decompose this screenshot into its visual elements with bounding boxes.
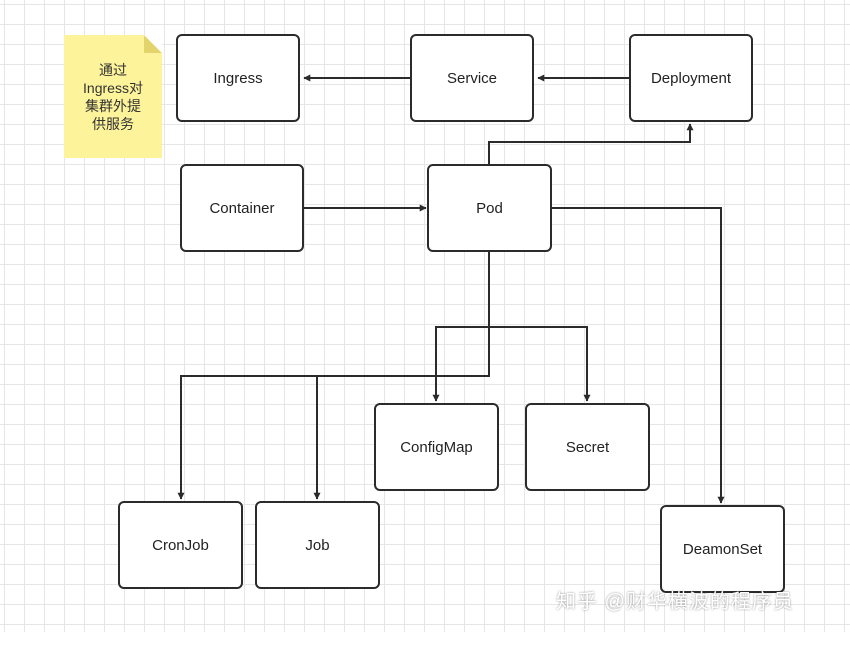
node-cronjob[interactable]: CronJob (118, 501, 243, 589)
node-ingress-label: Ingress (213, 69, 263, 87)
bottom-strip (0, 632, 850, 645)
edge-pod-to-cronjob (177, 251, 490, 500)
node-container-label: Container (209, 199, 275, 217)
node-daemonset-label: DeamonSet (682, 540, 763, 558)
node-configmap[interactable]: ConfigMap (374, 403, 499, 491)
node-service[interactable]: Service (410, 34, 534, 122)
node-ingress[interactable]: Ingress (176, 34, 300, 122)
note-fold-icon (144, 35, 162, 53)
watermark-text: 知乎 @财华横波的程序员 (556, 591, 794, 613)
node-secret[interactable]: Secret (525, 403, 650, 491)
edge-pod-to-configmap (432, 326, 489, 402)
node-configmap-label: ConfigMap (400, 438, 473, 456)
node-daemonset[interactable]: DeamonSet (660, 505, 785, 593)
node-container[interactable]: Container (180, 164, 304, 252)
node-deployment[interactable]: Deployment (629, 34, 753, 122)
note-text: 通过 Ingress对 集群外提 供服务 (83, 61, 143, 132)
node-job-label: Job (305, 536, 330, 554)
edge-pod-to-deployment (488, 123, 694, 165)
node-job[interactable]: Job (255, 501, 380, 589)
node-service-label: Service (446, 69, 498, 87)
edge-pod-to-secret (489, 326, 591, 402)
node-cronjob-label: CronJob (152, 536, 209, 554)
node-secret-label: Secret (565, 438, 610, 456)
sticky-note: 通过 Ingress对 集群外提 供服务 (64, 35, 162, 158)
edge-pod-to-daemonset (552, 207, 725, 504)
node-pod[interactable]: Pod (427, 164, 552, 252)
node-deployment-label: Deployment (650, 69, 732, 87)
node-pod-label: Pod (476, 199, 503, 217)
